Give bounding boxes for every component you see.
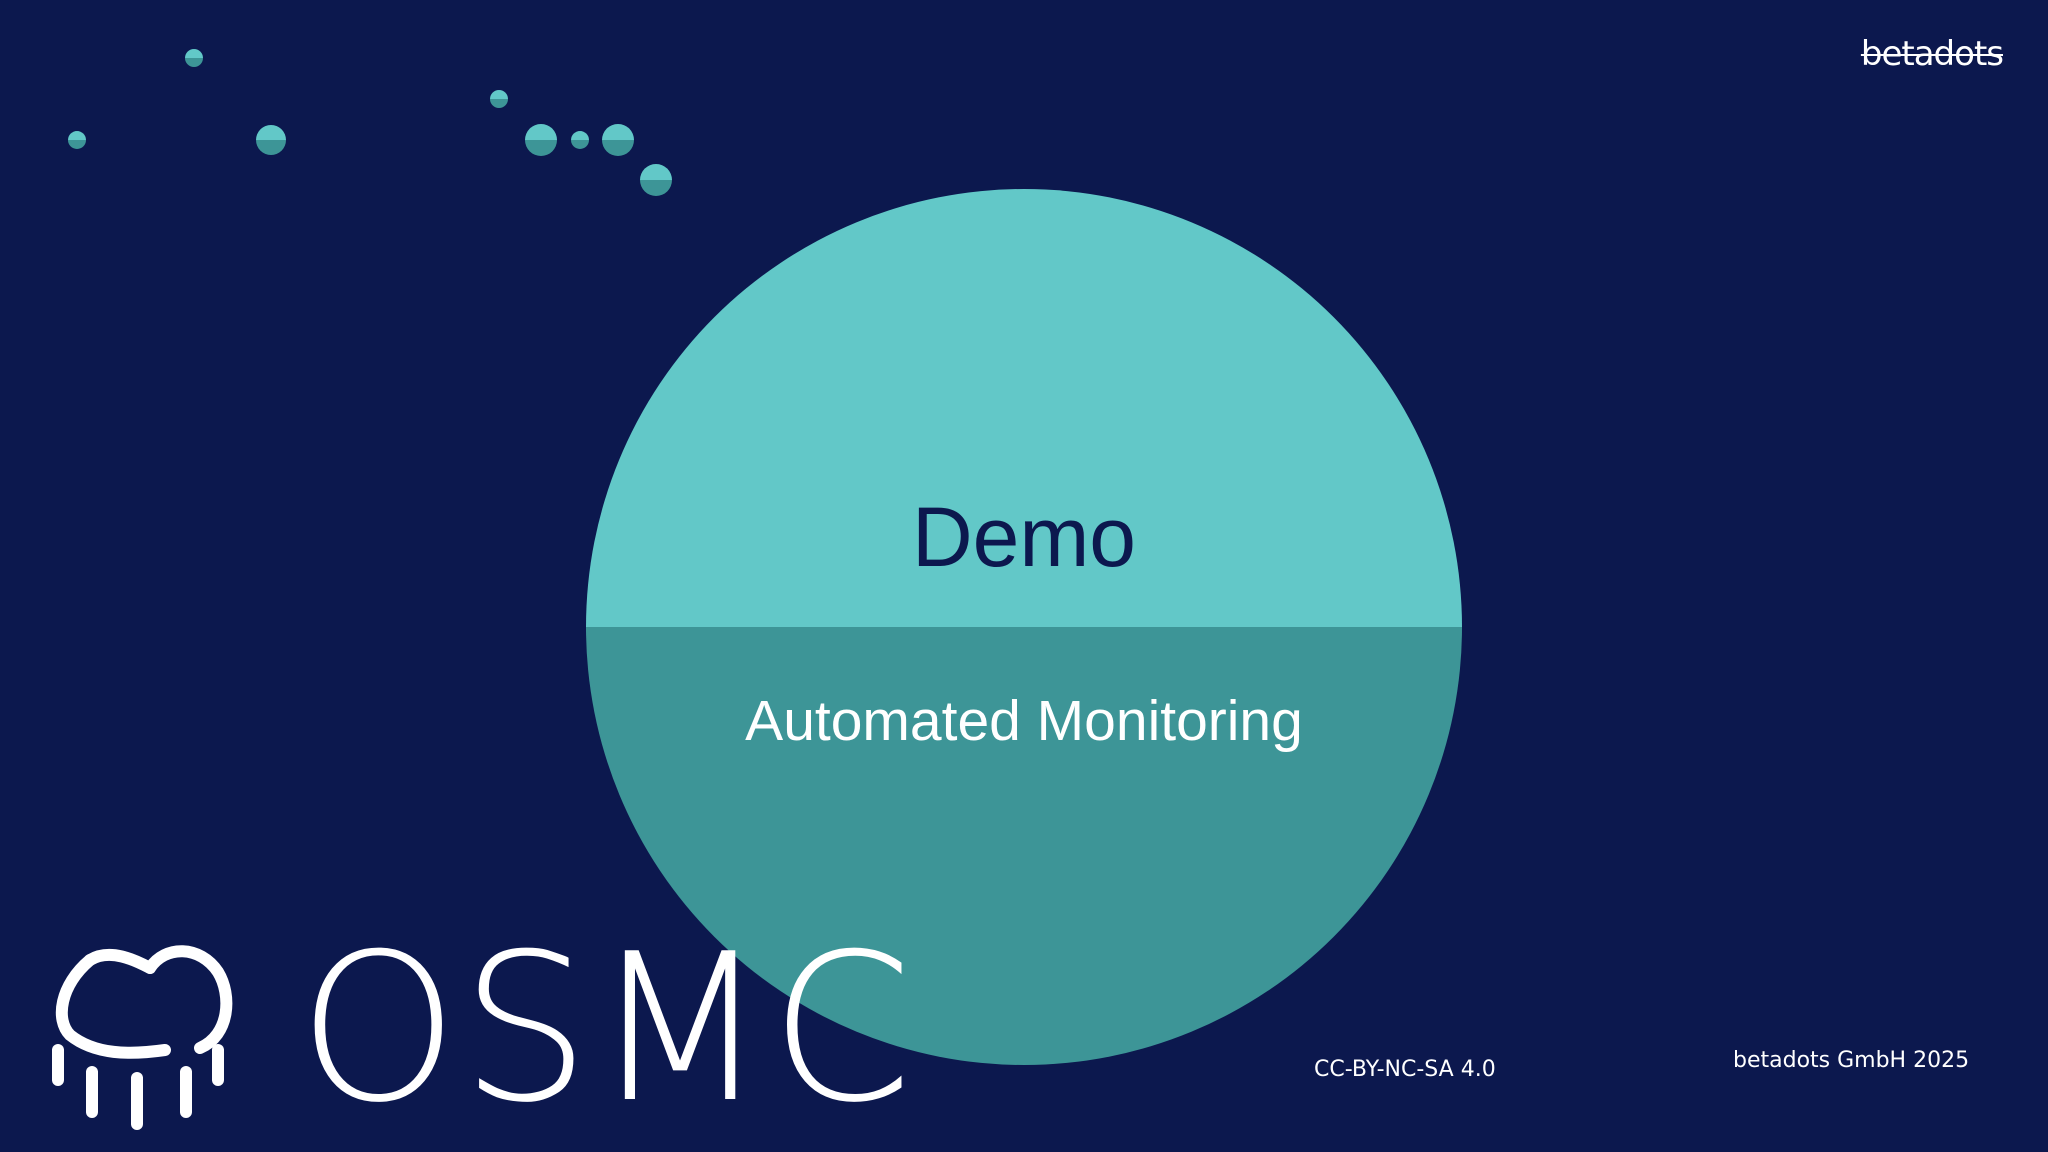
osmc-wordmark: OSMC [298, 911, 915, 1148]
dot [525, 124, 557, 156]
jellyfish-icon [52, 945, 233, 1130]
dot [256, 125, 286, 155]
slide-subtitle: Automated Monitoring [745, 689, 1303, 753]
split-circle [586, 189, 1462, 1065]
circle-top-half [586, 189, 1462, 627]
circle-bottom-half [586, 627, 1462, 1065]
dot [68, 131, 86, 149]
copyright-text: betadots GmbH 2025 [1733, 1048, 1970, 1073]
dot [640, 164, 672, 196]
license-text: CC-BY-NC-SA 4.0 [1314, 1057, 1496, 1082]
dot [490, 90, 508, 108]
dot [185, 49, 203, 67]
betadots-logo: betadots [1860, 34, 2004, 74]
dot [571, 131, 589, 149]
decorative-dots [68, 49, 672, 196]
slide-title: Demo [911, 490, 1137, 584]
dot [602, 124, 634, 156]
